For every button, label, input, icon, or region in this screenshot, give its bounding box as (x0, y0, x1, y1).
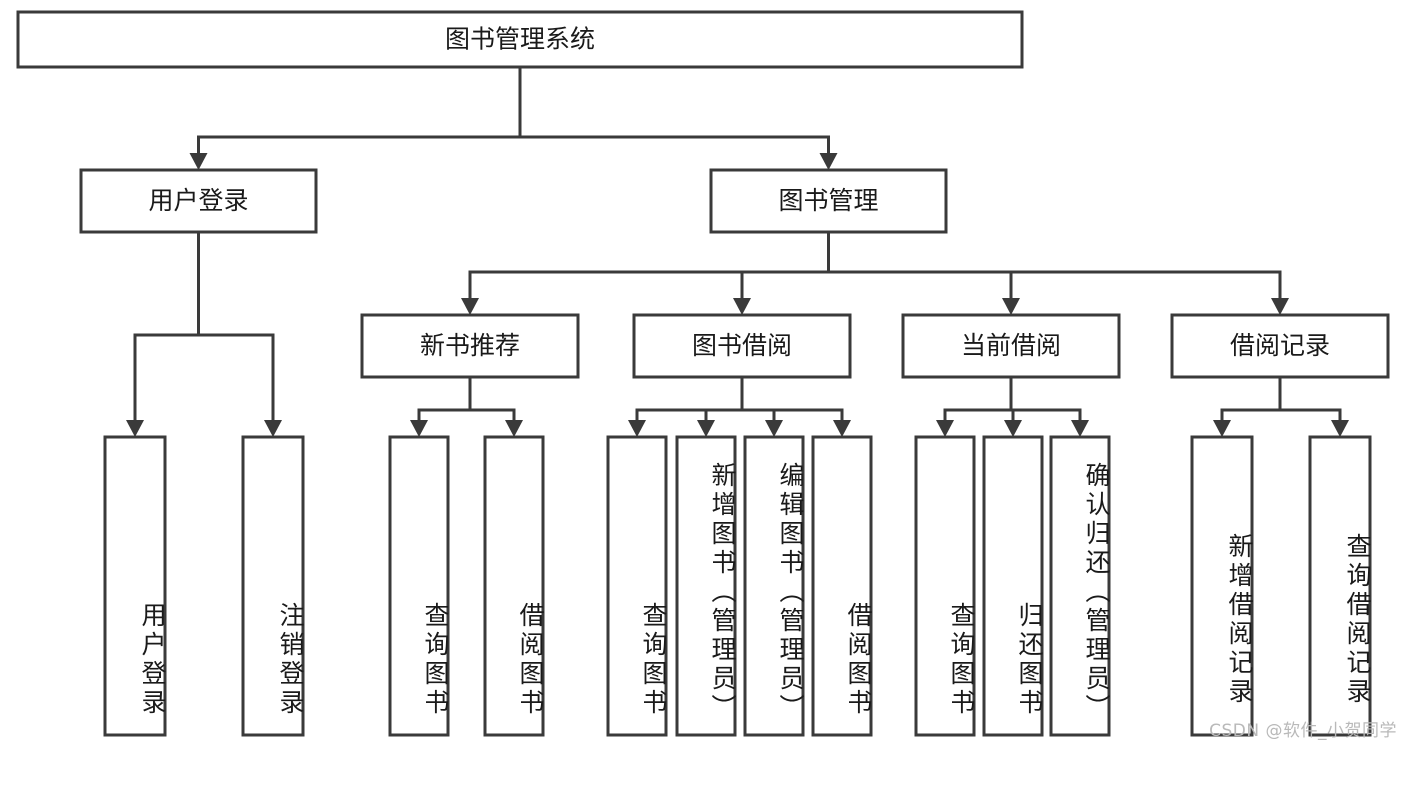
leaf-node-10[interactable] (1049, 435, 1111, 737)
level2-node-1-rect[interactable] (709, 168, 948, 234)
watermark-text: CSDN @软件_小贺同学 (1209, 721, 1397, 741)
leaf-node-8[interactable] (914, 435, 976, 737)
arrow-head-icon (765, 420, 783, 437)
arrow-head-icon (505, 420, 523, 437)
arrow-head-icon (1002, 298, 1020, 315)
arrow-head-icon (461, 298, 479, 315)
arrow-head-icon (264, 420, 282, 437)
leaf-node-4-rect[interactable] (606, 435, 668, 737)
leaf-node-5-rect[interactable] (675, 435, 737, 737)
leaf-node-1-rect[interactable] (241, 435, 305, 737)
level3-node-0[interactable]: 新书推荐 (360, 313, 580, 379)
arrow-head-icon (1004, 420, 1022, 437)
arrow-head-icon (189, 153, 208, 170)
root-node[interactable]: 图书管理系统 (16, 10, 1024, 69)
arrow-head-icon (628, 420, 646, 437)
leaf-node-12[interactable] (1308, 435, 1372, 737)
leaf-node-2-rect[interactable] (388, 435, 450, 737)
level3-node-0-rect[interactable] (360, 313, 580, 379)
level3-node-2-rect[interactable] (901, 313, 1121, 379)
level2-node-0-label: 用户登录 (148, 186, 248, 215)
leaf-node-0-rect[interactable] (103, 435, 167, 737)
leaf-node-8-rect[interactable] (914, 435, 976, 737)
leaf-node-1[interactable] (241, 435, 305, 737)
leaf-node-6[interactable] (743, 435, 805, 737)
level3-node-1[interactable]: 图书借阅 (632, 313, 852, 379)
leaf-node-12-rect[interactable] (1308, 435, 1372, 737)
arrow-head-icon (697, 420, 715, 437)
level2-node-0[interactable]: 用户登录 (79, 168, 318, 234)
arrow-head-icon (1071, 420, 1089, 437)
arrow-head-icon (833, 420, 851, 437)
level3-node-1-label: 图书借阅 (692, 331, 792, 360)
arrow-head-icon (1271, 298, 1289, 315)
leaf-node-9[interactable] (982, 435, 1044, 737)
level2-node-1[interactable]: 图书管理 (709, 168, 948, 234)
leaf-node-6-rect[interactable] (743, 435, 805, 737)
leaf-node-4[interactable] (606, 435, 668, 737)
arrow-head-icon (936, 420, 954, 437)
level3-node-2-label: 当前借阅 (961, 331, 1061, 360)
arrow-head-icon (1331, 420, 1349, 437)
arrow-head-icon (126, 420, 144, 437)
leaf-node-3[interactable] (483, 435, 545, 737)
leaf-node-10-rect[interactable] (1049, 435, 1111, 737)
arrow-head-icon (410, 420, 428, 437)
level3-node-3-label: 借阅记录 (1230, 331, 1330, 360)
leaf-node-0[interactable] (103, 435, 167, 737)
root-node-label: 图书管理系统 (445, 25, 595, 54)
leaf-node-5[interactable] (675, 435, 737, 737)
edges-layer (126, 65, 1349, 437)
root-node-rect[interactable] (16, 10, 1024, 69)
arrow-head-icon (733, 298, 751, 315)
leaf-node-9-rect[interactable] (982, 435, 1044, 737)
leaf-node-11[interactable] (1190, 435, 1254, 737)
arrow-head-icon (819, 153, 838, 170)
level2-node-0-rect[interactable] (79, 168, 318, 234)
leaf-node-2[interactable] (388, 435, 450, 737)
level3-node-1-rect[interactable] (632, 313, 852, 379)
diagram-canvas: 图书管理系统用户登录图书管理新书推荐图书借阅当前借阅借阅记录 用户登录注销登录查… (16, 10, 1397, 741)
level2-node-1-label: 图书管理 (778, 186, 878, 215)
leaf-node-11-rect[interactable] (1190, 435, 1254, 737)
leaf-node-7-rect[interactable] (811, 435, 873, 737)
level3-node-0-label: 新书推荐 (420, 331, 520, 360)
level3-node-3-rect[interactable] (1170, 313, 1390, 379)
level3-node-2[interactable]: 当前借阅 (901, 313, 1121, 379)
level3-node-3[interactable]: 借阅记录 (1170, 313, 1390, 379)
leaf-node-7[interactable] (811, 435, 873, 737)
leaf-node-3-rect[interactable] (483, 435, 545, 737)
arrow-head-icon (1213, 420, 1231, 437)
